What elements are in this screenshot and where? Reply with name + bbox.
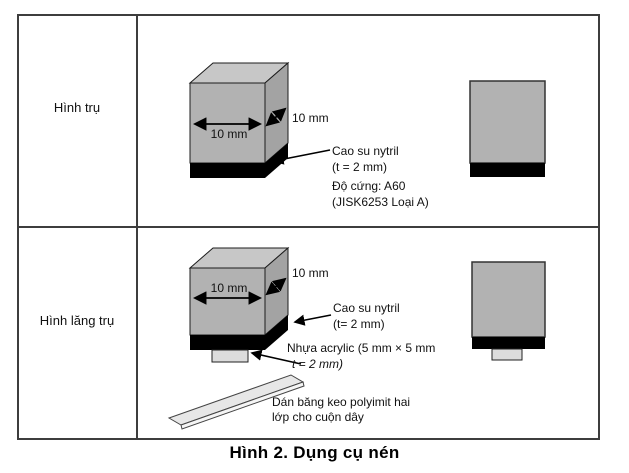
rubber-note-line1: Cao su nytril [332, 144, 399, 158]
tape-note-line1: Dán băng keo polyimit hai [272, 395, 411, 409]
rubber-layer-front [190, 163, 265, 178]
row2-rubber-note: Cao su nytril (t= 2 mm) [333, 300, 400, 332]
side-view-row1 [469, 80, 546, 177]
side-view-rubber [472, 337, 545, 349]
side-view-body [469, 80, 546, 164]
acrylic-note-line2: t = 2 mm) [292, 357, 344, 371]
rubber-leader-arrow [293, 314, 332, 326]
polyimide-tape-sheet [167, 374, 305, 430]
tape-sheet-thickness [180, 381, 305, 430]
tape-note: Dán băng keo polyimit hai lớp cho cuộn d… [272, 395, 410, 425]
depth-dimension-arrow [265, 107, 287, 127]
cube-3d-row1 [188, 61, 331, 178]
side-view-acrylic-pad [491, 348, 523, 361]
rubber-note-line2: (t= 2 mm) [333, 317, 385, 331]
side-view-body [471, 261, 546, 338]
rubber-note-line3: Độ cứng: A60 [332, 179, 406, 193]
rubber-leader-arrow [272, 149, 331, 165]
acrylic-note-line1: Nhựa acrylic (5 mm × 5 mm [287, 341, 436, 355]
row-divider [17, 226, 600, 228]
row2-depth-dim-label: 10 mm [292, 266, 329, 280]
depth-dimension-arrow [265, 277, 287, 296]
rubber-note-line1: Cao su nytril [333, 301, 400, 315]
figure-caption: Hình 2. Dụng cụ nén [229, 443, 400, 462]
row2-label: Hình lăng trụ [39, 313, 115, 328]
rubber-layer-side [265, 315, 288, 350]
cube-front-face [189, 267, 266, 336]
row1-label: Hình trụ [53, 100, 101, 115]
acrylic-leader-arrow [250, 349, 302, 365]
acrylic-pad [211, 349, 249, 363]
row1-rubber-note: Cao su nytril (t = 2 mm) Độ cứng: A60 (J… [332, 143, 429, 210]
rubber-note-line4: (JISK6253 Loại A) [332, 195, 429, 209]
rubber-note-line2: (t = 2 mm) [332, 160, 388, 174]
cube-3d-row2 [188, 246, 332, 365]
row2-width-dim-label: 10 mm [210, 281, 248, 295]
row1-depth-dim-label: 10 mm [292, 111, 329, 125]
tape-note-line2: lớp cho cuộn dây [272, 410, 364, 424]
rubber-layer-front [190, 335, 265, 350]
row1-width-dim-label: 10 mm [210, 127, 248, 141]
cube-front-face [189, 82, 266, 164]
side-view-row2 [471, 261, 546, 361]
side-view-rubber [470, 163, 545, 177]
